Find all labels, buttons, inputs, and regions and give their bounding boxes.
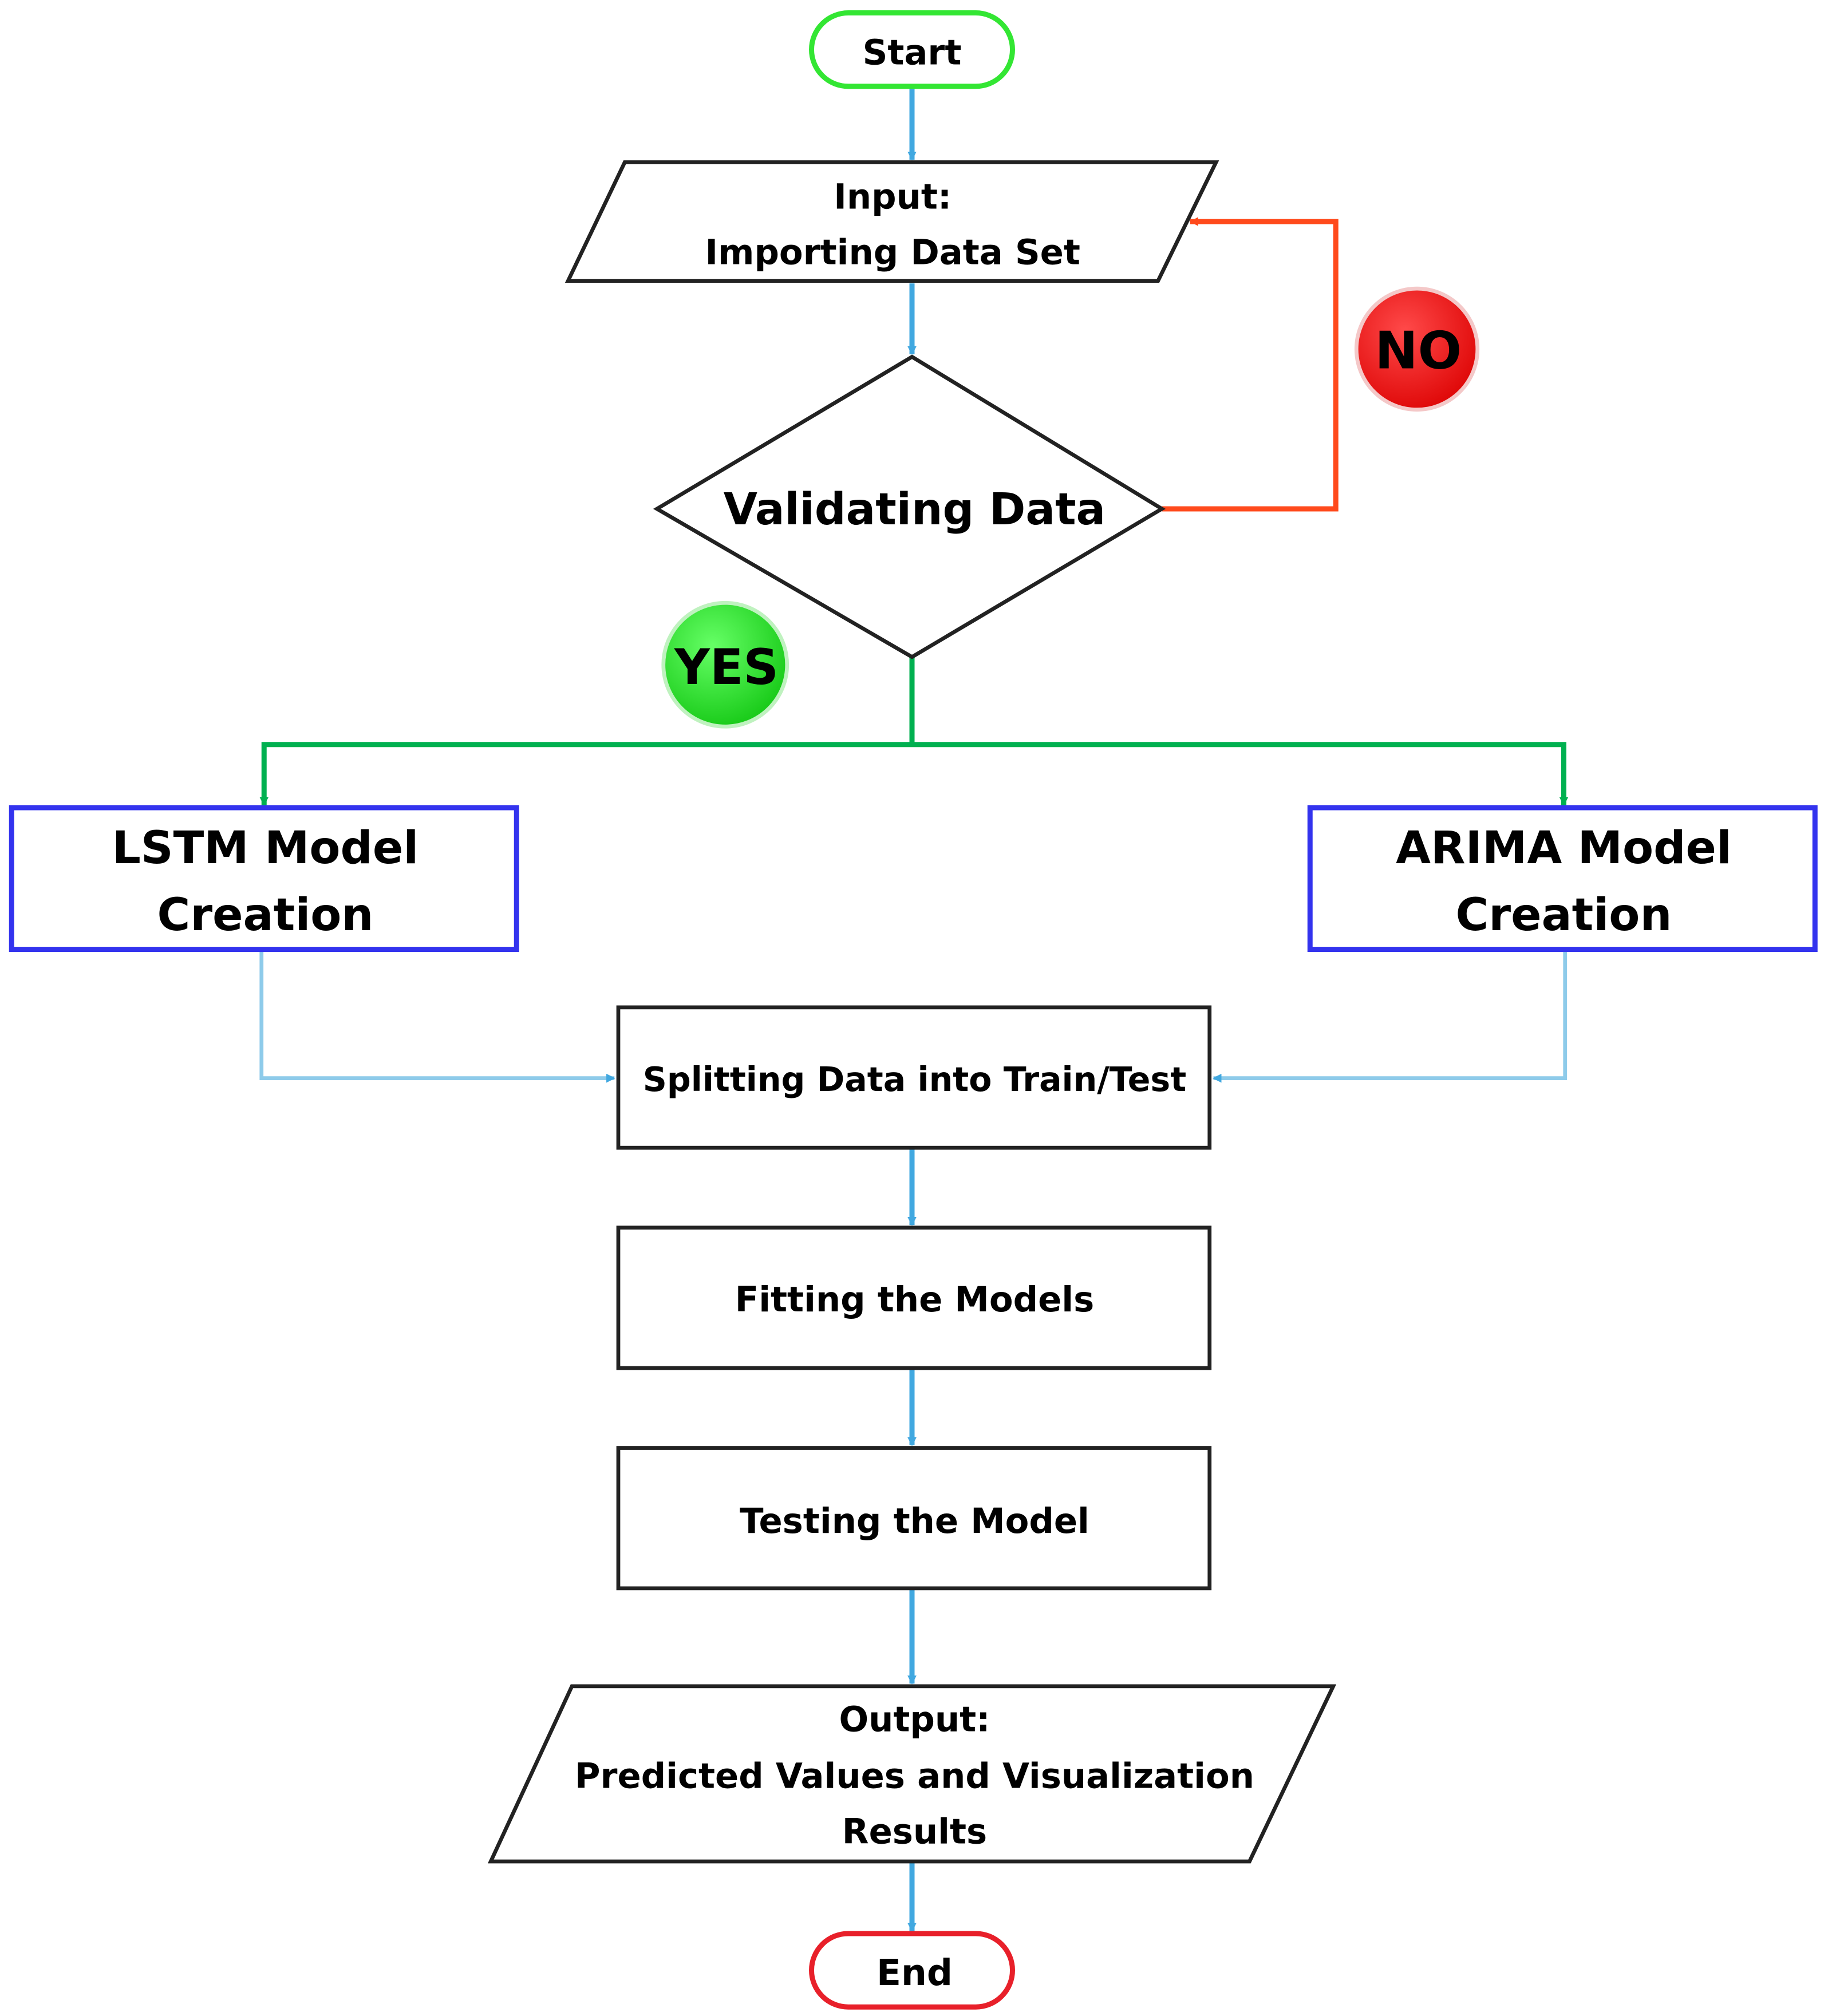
end-label: End <box>877 1952 953 1994</box>
no-badge: NO <box>1354 286 1480 412</box>
fit-box <box>616 1226 1212 1370</box>
start-terminator-shape <box>809 10 1015 89</box>
output-line2: Results <box>842 1812 987 1852</box>
lstm-node: LSTM Model Creation <box>9 805 519 952</box>
start-node: Start <box>809 10 1015 89</box>
yes-label: YES <box>674 639 779 696</box>
test-box <box>616 1446 1212 1591</box>
arrow-yes-to-lstm <box>259 742 912 807</box>
validate-diamond-shape <box>653 354 1166 659</box>
test-node: Testing the Model <box>616 1446 1212 1591</box>
fit-label: Fitting the Models <box>735 1280 1095 1320</box>
split-label: Splitting Data into Train/Test <box>643 1060 1186 1099</box>
input-node: Input: Importing Data Set <box>564 160 1219 283</box>
no-badge-circle <box>1354 286 1480 412</box>
lstm-label-line1: LSTM Model <box>112 821 419 874</box>
input-parallelogram-shape <box>564 160 1219 283</box>
input-body: Importing Data Set <box>705 232 1080 272</box>
output-parallelogram-shape <box>487 1684 1337 1864</box>
yes-badge-circle <box>661 600 789 729</box>
arrow-no-loop <box>1162 217 1339 512</box>
arrow-yes-to-arima <box>912 742 1569 807</box>
output-heading: Output: <box>839 1700 990 1740</box>
arima-label-line1: ARIMA Model <box>1396 821 1732 874</box>
arrow-arima-to-split <box>1212 949 1568 1083</box>
connectors <box>259 88 1569 1932</box>
lstm-box <box>9 805 519 952</box>
arrow-lstm-to-split <box>259 949 615 1083</box>
yes-badge: YES <box>661 600 789 729</box>
start-label: Start <box>863 33 962 73</box>
split-box <box>616 1005 1212 1150</box>
no-label: NO <box>1375 321 1462 381</box>
split-node: Splitting Data into Train/Test <box>616 1005 1212 1150</box>
input-heading: Input: <box>834 177 952 218</box>
validate-node: Validating Data <box>653 354 1166 659</box>
arima-box <box>1307 805 1818 952</box>
arima-node: ARIMA Model Creation <box>1307 805 1818 952</box>
fit-node: Fitting the Models <box>616 1226 1212 1370</box>
end-node: End <box>809 1931 1015 2010</box>
arima-label-line2: Creation <box>1456 888 1672 941</box>
output-line1: Predicted Values and Visualization <box>575 1757 1254 1797</box>
test-label: Testing the Model <box>740 1501 1089 1541</box>
output-node: Output: Predicted Values and Visualizati… <box>487 1684 1337 1864</box>
lstm-label-line2: Creation <box>157 888 374 941</box>
end-terminator-shape <box>809 1931 1015 2010</box>
validate-label: Validating Data <box>724 484 1106 535</box>
